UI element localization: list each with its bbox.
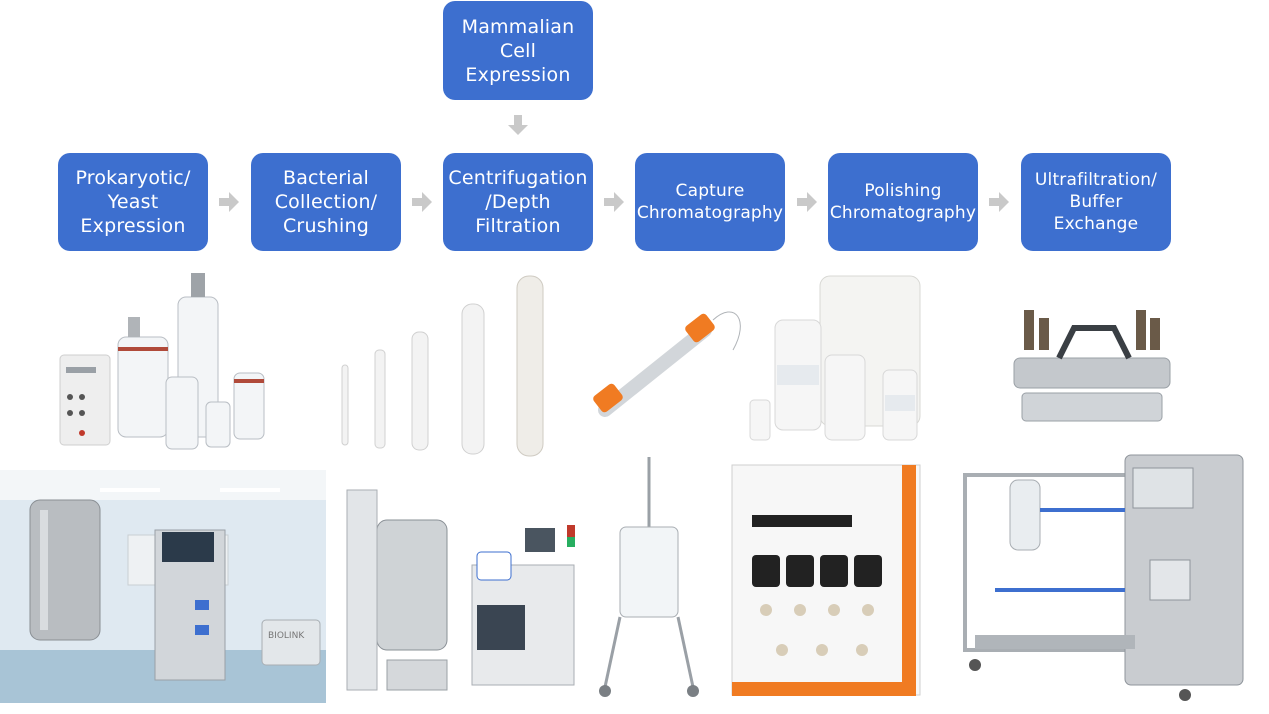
- glass-bioreactors-image: [46, 267, 278, 459]
- cleanroom-bioreactor-image: BIOLINK: [0, 470, 326, 703]
- arrow-right-icon: [219, 192, 239, 212]
- ultrafiltration-skid-image: [955, 450, 1250, 705]
- step-capture-chromatography: Capture Chromatography: [635, 153, 785, 251]
- step-mammalian-cell-expression: Mammalian Cell Expression: [443, 1, 593, 100]
- step-polishing-chromatography: Polishing Chromatography: [828, 153, 978, 251]
- depth-filtration-columns-image: [330, 270, 560, 460]
- arrow-down-icon: [508, 115, 528, 135]
- resin-bottles-image: [745, 270, 945, 445]
- arrow-right-icon: [412, 192, 432, 212]
- biolink-logo-text: BIOLINK: [268, 631, 305, 641]
- glass-vessel-stand-image: [590, 447, 708, 703]
- arrow-right-icon: [604, 192, 624, 212]
- step-ultrafiltration-buffer-exchange: Ultrafiltration/ Buffer Exchange: [1021, 153, 1171, 251]
- arrow-right-icon: [989, 192, 1009, 212]
- step-prokaryotic-yeast-expression: Prokaryotic/ Yeast Expression: [58, 153, 208, 251]
- step-bacterial-collection-crushing: Bacterial Collection/ Crushing: [251, 153, 401, 251]
- stainless-bioreactor-system-image: [337, 470, 580, 703]
- arrow-right-icon: [797, 192, 817, 212]
- orange-chromatography-cartridge-image: [585, 300, 755, 420]
- step-centrifugation-depth-filtration: Centrifugation /Depth Filtration: [443, 153, 593, 251]
- ultrafiltration-holder-image: [1004, 298, 1180, 436]
- chromatography-system-image: [722, 460, 932, 703]
